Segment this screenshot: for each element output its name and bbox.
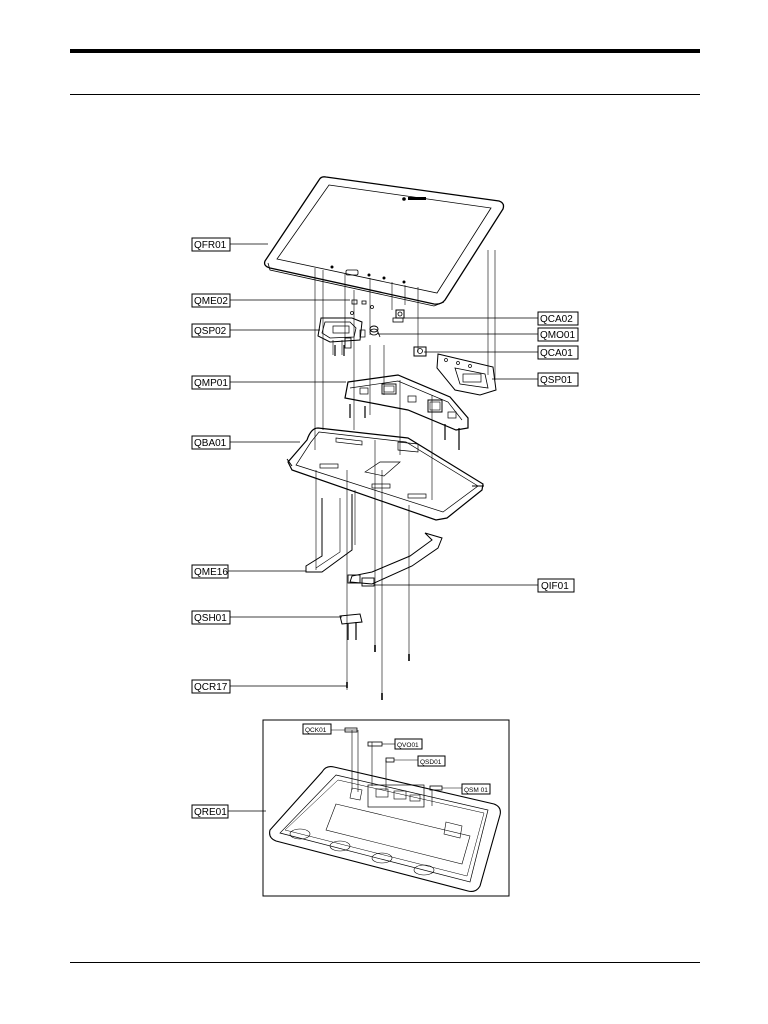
label-qre01: QRE01 [194,807,227,818]
qsp01-part [436,353,497,396]
qmp01-part [344,374,469,450]
front-cover-part [263,176,505,307]
label-qsp01: QSP01 [540,375,573,386]
qcr17-screws [346,645,410,700]
qmo01-part [369,325,381,338]
footer-rule [70,962,700,963]
qme02-part [350,299,374,315]
label-qca01: QCA01 [540,348,573,359]
qif01-part [347,532,443,587]
callout-boxes [191,237,579,819]
label-qme16: QME16 [194,567,228,578]
label-qif01: QIF01 [541,581,569,592]
label-qvo01: QVO01 [397,742,419,749]
label-qca02: QCA02 [540,314,573,325]
label-qfr01: QFR01 [194,240,227,251]
label-qme02: QME02 [194,296,228,307]
qsh01-part [339,613,363,640]
label-qmp01: QMP01 [194,378,228,389]
inset-leader-lines [331,729,462,789]
label-qba01: QBA01 [194,438,227,449]
label-qck01: QCK01 [305,727,327,734]
qre01-part [269,727,501,892]
rear-case-inset-frame [262,719,510,897]
qsp02-part [317,317,366,356]
qme16-part [305,494,353,573]
header-thin-rule [70,94,700,95]
label-qcr17: QCR17 [194,682,228,693]
label-qsd01: QSD01 [420,759,442,766]
qca01-part [413,346,427,357]
qca02-part [392,309,405,323]
label-qsh01: QSH01 [194,613,227,624]
qba01-part [286,427,484,521]
label-qmo01: QMO01 [540,330,575,341]
label-qsm01: QSM 01 [464,787,488,794]
header-thick-rule [70,49,700,53]
label-qsp02: QSP02 [194,326,227,337]
leader-lines [228,243,538,812]
